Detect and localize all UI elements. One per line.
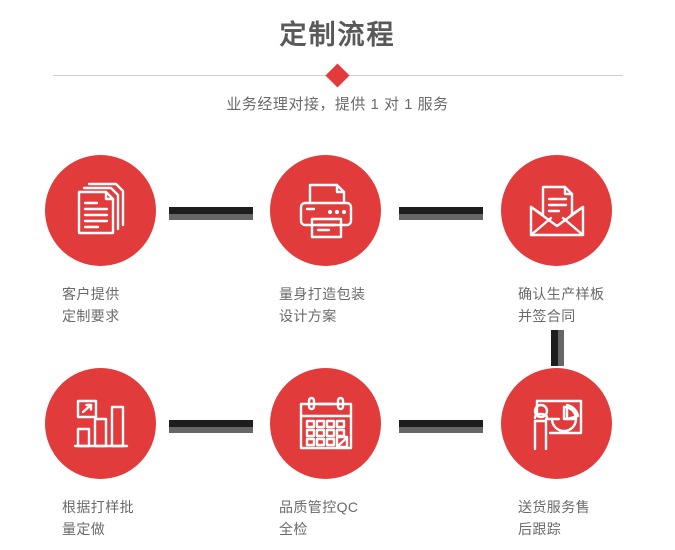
connector-bar-light — [399, 427, 483, 433]
connector-bar-dark — [169, 207, 253, 214]
bar-chart-growth-icon — [73, 399, 128, 447]
flow-step-2[interactable]: 量身打造包装 设计方案 — [240, 155, 410, 327]
flow-step-3-label: 确认生产样板 并签合同 — [518, 286, 605, 324]
flow-step-6[interactable]: 送货服务售 后跟踪 — [472, 368, 642, 540]
divider — [52, 62, 623, 89]
flow-steps: 客户提供 定制要求 — [0, 155, 675, 550]
flow-step-5[interactable]: 品质管控QC 全检 — [240, 368, 410, 540]
connector-horizontal-2 — [399, 207, 483, 220]
flow-step-1-circle — [45, 155, 156, 266]
connector-horizontal-1 — [169, 207, 253, 220]
connector-vertical — [551, 330, 564, 366]
header-subtitle: 业务经理对接，提供 1 对 1 服务 — [226, 96, 449, 113]
connector-bar-light — [558, 330, 564, 366]
flow-step-5-label: 品质管控QC 全检 — [279, 499, 359, 537]
connector-bar-dark — [399, 420, 483, 427]
connector-bar-dark — [551, 330, 558, 366]
page-title: 定制流程 — [279, 20, 396, 50]
presenter-pie-chart-icon — [533, 399, 582, 450]
calendar-check-icon — [299, 396, 352, 449]
flow-step-4-circle — [45, 368, 156, 479]
flow-step-6-label: 送货服务售 后跟踪 — [518, 499, 590, 537]
flow-step-6-circle — [501, 368, 612, 479]
flow-row-top: 客户提供 定制要求 — [0, 155, 675, 368]
connector-bar-light — [169, 427, 253, 433]
envelope-document-icon — [529, 185, 584, 236]
flow-step-3-circle — [501, 155, 612, 266]
diamond-icon — [325, 62, 350, 88]
flow-step-1-label: 客户提供 定制要求 — [62, 286, 120, 324]
connector-horizontal-3 — [169, 420, 253, 433]
documents-stack-icon — [77, 182, 124, 234]
connector-bar-light — [169, 214, 253, 220]
connector-horizontal-4 — [399, 420, 483, 433]
connector-bar-light — [399, 214, 483, 220]
flow-step-5-circle — [270, 368, 381, 479]
flow-step-2-label: 量身打造包装 设计方案 — [279, 286, 366, 324]
printer-icon — [299, 183, 352, 238]
flow-step-4[interactable]: 根据打样批 量定做 — [15, 368, 185, 540]
flow-step-1[interactable]: 客户提供 定制要求 — [15, 155, 185, 327]
connector-bar-dark — [399, 207, 483, 214]
connector-bar-dark — [169, 420, 253, 427]
header: 定制流程 业务经理对接，提供 1 对 1 服务 — [0, 0, 675, 114]
flow-step-4-label: 根据打样批 量定做 — [62, 499, 134, 537]
flow-step-3[interactable]: 确认生产样板 并签合同 — [472, 155, 642, 327]
flow-row-bottom: 根据打样批 量定做 — [0, 368, 675, 550]
flow-step-2-circle — [270, 155, 381, 266]
